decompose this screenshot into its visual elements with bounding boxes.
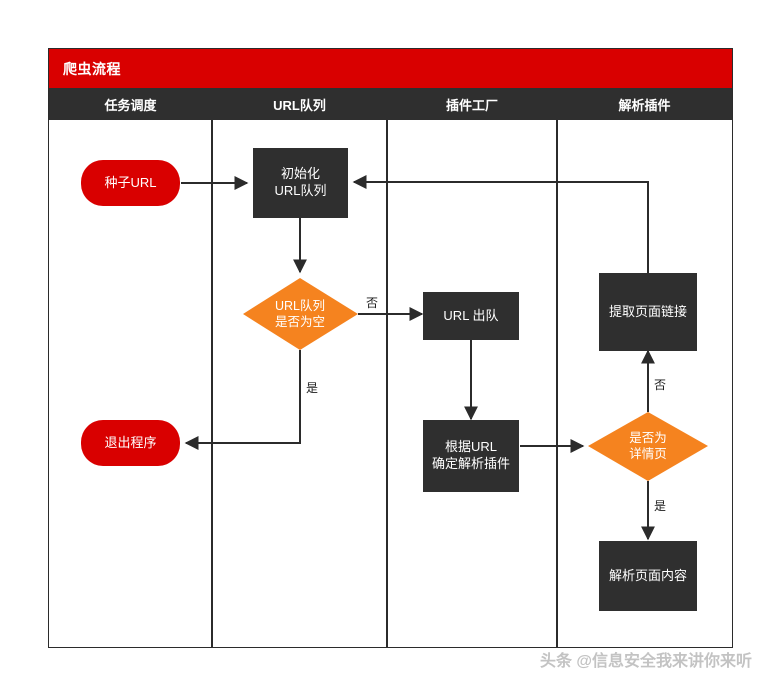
node-pick-parser-plugin[interactable]: 根据URL 确定解析插件 bbox=[423, 420, 519, 492]
lane-header-plugin-factory: 插件工厂 bbox=[445, 97, 498, 113]
lane-header-task-scheduler: 任务调度 bbox=[104, 97, 157, 113]
edge-label-detail-no: 否 bbox=[654, 378, 667, 392]
edge-label-queue-empty-yes: 是 bbox=[306, 381, 319, 395]
lane-header-parser-plugin: 解析插件 bbox=[618, 97, 671, 113]
lane-divider-1 bbox=[211, 120, 213, 647]
node-extract-page-links[interactable]: 提取页面链接 bbox=[599, 273, 697, 351]
lane-header-url-queue: URL队列 bbox=[273, 97, 326, 113]
node-url-dequeue[interactable]: URL 出队 bbox=[423, 292, 519, 340]
lane-header-row: 任务调度 URL队列 插件工厂 解析插件 bbox=[49, 88, 732, 120]
node-exit-program[interactable]: 退出程序 bbox=[81, 420, 180, 466]
lane-divider-2 bbox=[386, 120, 388, 647]
node-init-url-queue[interactable]: 初始化 URL队列 bbox=[253, 148, 348, 218]
diagram-title: 爬虫流程 bbox=[63, 60, 121, 77]
lane-divider-3 bbox=[556, 120, 558, 647]
edge-label-queue-empty-no: 否 bbox=[366, 296, 379, 310]
watermark: 头条 @信息安全我来讲你来听 bbox=[539, 653, 752, 670]
edge-label-detail-yes: 是 bbox=[654, 499, 667, 513]
node-parse-page-content[interactable]: 解析页面内容 bbox=[599, 541, 697, 611]
node-seed-url[interactable]: 种子URL bbox=[81, 160, 180, 206]
diagram-title-bar: 爬虫流程 bbox=[49, 49, 732, 88]
